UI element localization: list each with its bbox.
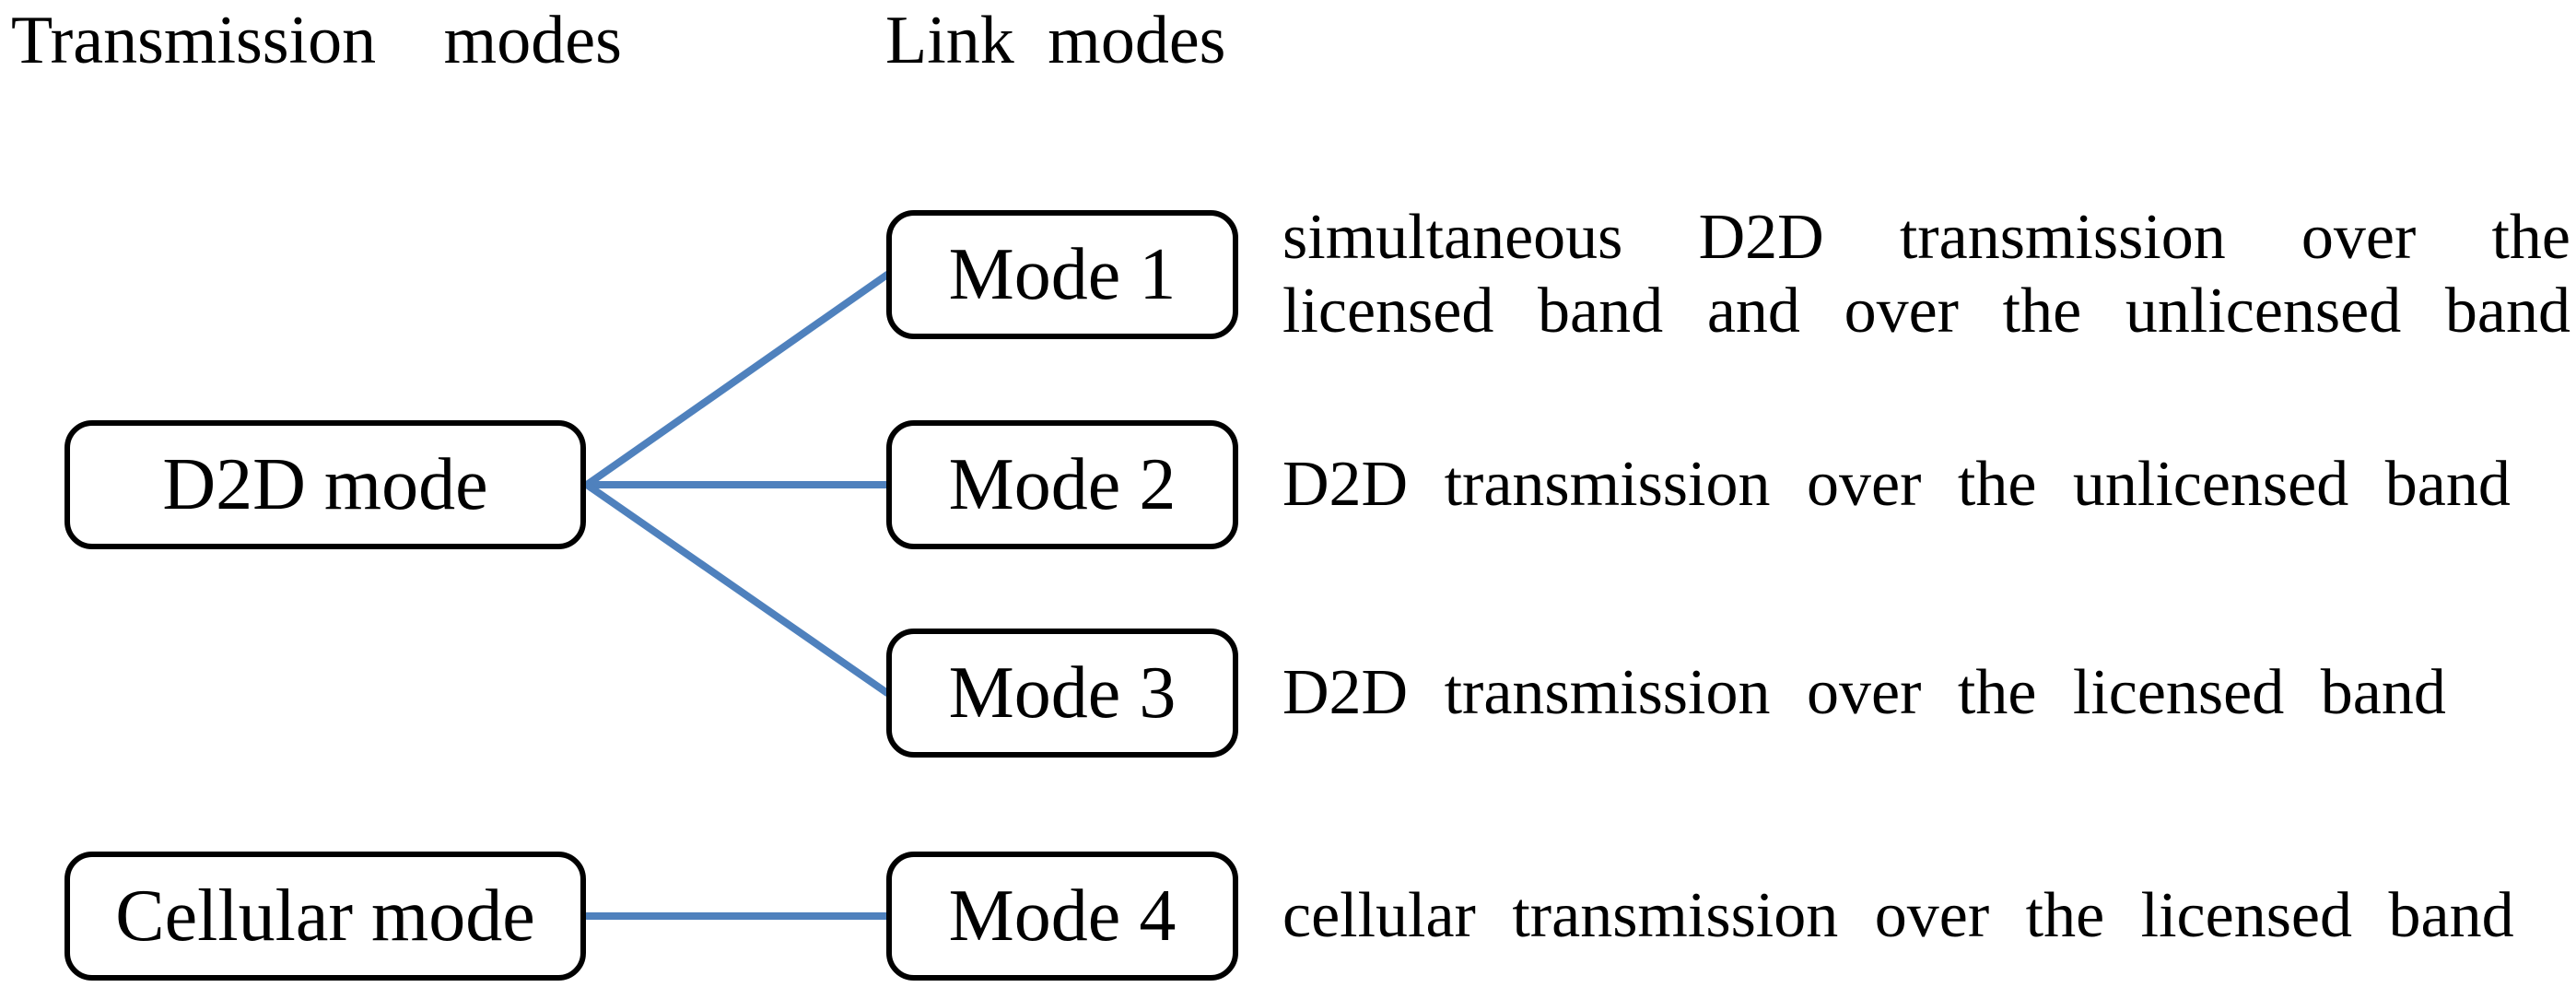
node-mode-2-label: Mode 2 <box>948 443 1177 525</box>
node-cellular-mode-label: Cellular mode <box>115 875 535 957</box>
connector-line-d2d-to-mode3 <box>583 481 891 697</box>
description-mode-4: cellular transmission over the licensed … <box>1282 880 2514 951</box>
node-mode-1: Mode 1 <box>886 210 1238 339</box>
description-mode-1: simultaneous D2D transmission over the l… <box>1282 201 2570 348</box>
node-mode-3-label: Mode 3 <box>948 652 1177 734</box>
description-mode-2: D2D transmission over the unlicensed ban… <box>1282 449 2511 520</box>
node-mode-1-label: Mode 1 <box>948 233 1177 315</box>
node-cellular-mode: Cellular mode <box>64 852 586 981</box>
description-mode-3: D2D transmission over the licensed band <box>1282 657 2446 728</box>
node-d2d-mode: D2D mode <box>64 420 586 549</box>
column-heading-transmission-modes: Transmission modes <box>11 3 622 78</box>
node-mode-4-label: Mode 4 <box>948 875 1177 957</box>
column-heading-link-modes: Link modes <box>885 3 1226 78</box>
node-mode-2: Mode 2 <box>886 420 1238 549</box>
node-mode-3: Mode 3 <box>886 629 1238 758</box>
description-mode-1-line-1: simultaneous D2D transmission over the <box>1282 202 2570 273</box>
connector-line-d2d-to-mode1 <box>583 271 891 488</box>
description-mode-1-line-2: licensed band and over the unlicensed ba… <box>1282 276 2570 347</box>
node-mode-4: Mode 4 <box>886 852 1238 981</box>
node-d2d-mode-label: D2D mode <box>162 443 488 525</box>
